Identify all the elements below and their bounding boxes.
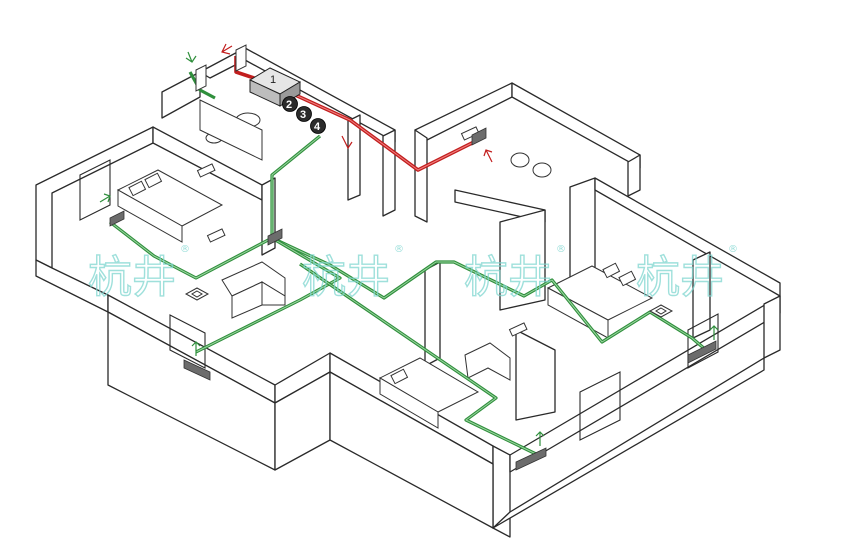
- fresh-air-ducts: [109, 71, 708, 456]
- furniture: [116, 99, 654, 429]
- component-2-label: 2: [286, 99, 292, 111]
- wall-grille-icon: [515, 447, 547, 471]
- sofa-icon: [464, 342, 511, 381]
- ceiling-vent-icon: [184, 287, 210, 301]
- watermark-text: 杭井: [88, 252, 176, 303]
- watermark-mark: ®: [556, 244, 566, 255]
- component-4: 4: [310, 118, 326, 134]
- outside-plates: [195, 44, 247, 92]
- watermark-text: 杭井: [636, 252, 724, 303]
- air-arrow-icon: [483, 149, 493, 163]
- wall-grille-icon: [471, 127, 487, 146]
- air-conditioner-icon: [508, 322, 528, 337]
- ceiling-vent-icon: [648, 304, 674, 318]
- watermark: 杭井 ® 杭井 ® 杭井 ® 杭井 ®: [87, 244, 738, 304]
- component-3-label: 3: [300, 109, 306, 121]
- air-arrow-icon: [99, 193, 111, 203]
- bed-icon: [116, 169, 224, 243]
- air-arrow-icon: [341, 135, 353, 150]
- air-arrow-icon: [221, 43, 233, 55]
- component-2: 2: [282, 96, 298, 112]
- building-walls: [35, 47, 781, 538]
- wall-grille-icon: [687, 340, 717, 364]
- air-arrow-icon: [191, 341, 201, 356]
- air-conditioners: [196, 126, 528, 337]
- watermark-mark: ®: [394, 244, 404, 255]
- ventilation-unit: 1: [248, 67, 302, 107]
- air-arrow-icon: [535, 431, 545, 446]
- chair-icon: [510, 152, 552, 178]
- air-arrow-icon: [185, 51, 197, 63]
- sofa-icon: [221, 261, 286, 319]
- watermark-mark: ®: [728, 244, 738, 255]
- ceiling-vents: [184, 287, 674, 318]
- component-4-label: 4: [314, 121, 321, 133]
- watermark-text: 杭井: [464, 252, 552, 303]
- wall-grille-icon: [183, 359, 211, 381]
- component-markers: 2 3 4: [282, 96, 326, 134]
- air-flow-arrows: [99, 43, 719, 446]
- air-conditioner-icon: [196, 163, 216, 178]
- air-conditioner-icon: [206, 228, 226, 243]
- bed-icon: [378, 357, 480, 429]
- watermark-mark: ®: [180, 244, 190, 255]
- air-arrow-icon: [709, 325, 719, 340]
- watermark-text: 杭井: [302, 252, 390, 303]
- wall-grille-icon: [267, 228, 283, 246]
- wall-grille-icon: [109, 210, 125, 227]
- sink-icon: [199, 99, 263, 161]
- unit-label: 1: [270, 74, 276, 86]
- component-3: 3: [296, 106, 312, 122]
- wall-grilles: [109, 127, 717, 471]
